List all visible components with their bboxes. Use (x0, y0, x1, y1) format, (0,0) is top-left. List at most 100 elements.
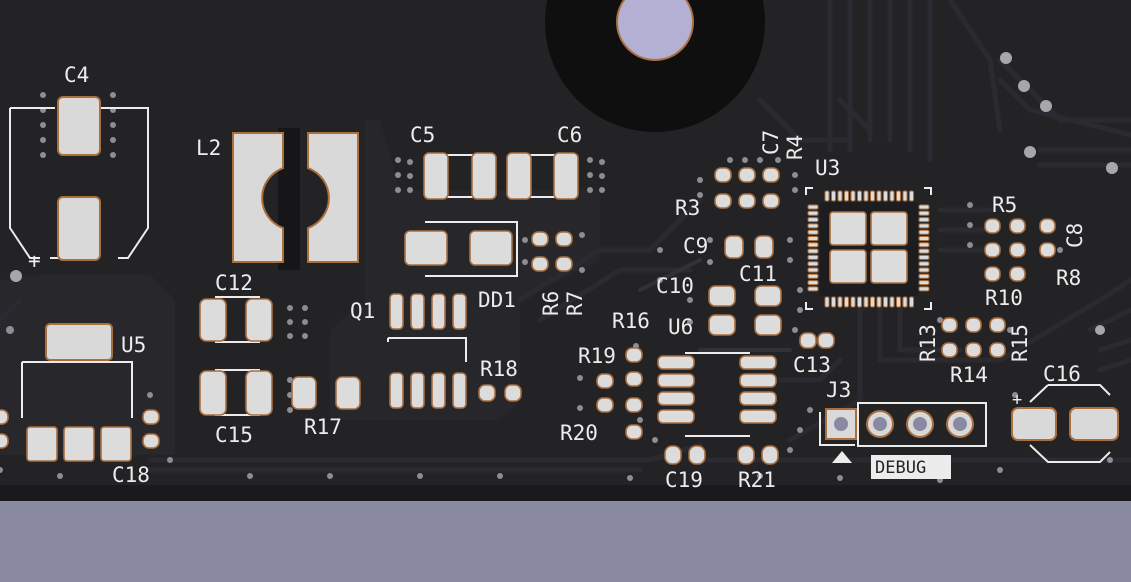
label-r15: R15 (1008, 324, 1032, 362)
label-r7: R7 (563, 291, 587, 316)
component-r18[interactable]: R18 (478, 357, 522, 402)
u3-pin-pad (807, 273, 819, 279)
component-c10[interactable]: C10 (656, 274, 782, 336)
u3-pin-pad (918, 210, 930, 216)
u3-pin-pad (918, 286, 930, 292)
label-c13: C13 (793, 353, 831, 377)
label-c16: C16 (1043, 362, 1081, 386)
u3-pin-pad (876, 190, 882, 202)
component-c19[interactable]: C19 (664, 445, 706, 492)
component-c7-r4-r3[interactable]: C7 R4 R3 (675, 130, 807, 220)
component-edge-pads[interactable] (0, 409, 9, 449)
component-j3[interactable]: DEBUG J3 (819, 378, 987, 479)
label-c16-plus: + (1012, 390, 1022, 410)
u3-pin-pad (909, 296, 914, 308)
u3-pin-pad (870, 296, 875, 308)
label-c8: C8 (1063, 223, 1087, 248)
label-c4-plus: + (28, 249, 41, 273)
label-c4: C4 (64, 63, 89, 87)
label-c15: C15 (215, 423, 253, 447)
label-r14: R14 (950, 363, 988, 387)
u3-pin-pad (896, 190, 901, 202)
label-c12: C12 (215, 271, 253, 295)
u3-pin-pad (918, 236, 930, 241)
u3-pin-pad (918, 267, 930, 273)
component-r6-r7[interactable]: R6 R7 (531, 231, 587, 316)
label-l2: L2 (196, 136, 221, 160)
component-q1[interactable]: Q1 (350, 293, 467, 409)
u3-pin-pad (850, 190, 856, 202)
j3-pin1-marker (832, 451, 852, 463)
u3-pin-pad (807, 210, 819, 216)
component-c18[interactable]: C18 (112, 409, 160, 487)
component-c4[interactable]: C4 + (9, 63, 149, 273)
u3-pin-pad (883, 296, 888, 308)
j3-pin3-hole (913, 417, 927, 431)
component-u3[interactable]: U3 (805, 156, 932, 310)
component-r5-c8-r8-r10[interactable]: R5 C8 R8 R10 (984, 193, 1087, 310)
mount-hole-outer (545, 0, 765, 132)
label-c10: C10 (656, 274, 694, 298)
label-c18: C18 (112, 463, 150, 487)
u3-pin-pad (918, 242, 930, 248)
vias (0, 52, 1118, 483)
u3-pin-pad (918, 223, 930, 229)
u3-pin-pad (918, 254, 930, 260)
label-r6: R6 (539, 291, 563, 316)
label-r13: R13 (916, 324, 940, 362)
component-c6[interactable]: C6 (506, 123, 582, 200)
component-r16-r19-r20[interactable]: R16 R19 R20 (560, 309, 650, 445)
u3-pin-pad (807, 236, 819, 241)
component-r21[interactable]: R21 (737, 445, 779, 492)
component-c12[interactable]: C12 (199, 271, 273, 343)
u3-pin-pad (889, 190, 895, 202)
label-r3: R3 (675, 196, 700, 220)
u3-pin-pad (889, 296, 895, 308)
label-u5: U5 (121, 333, 146, 357)
label-j3: J3 (826, 378, 851, 402)
u3-pin-pad (807, 286, 819, 292)
u3-pin-pad (918, 229, 930, 235)
u3-pin-pad (807, 267, 819, 273)
component-c16[interactable]: C16 + (1011, 362, 1119, 463)
u3-pin-pad (883, 190, 888, 202)
component-r13-r14-r15[interactable]: R13 R15 R14 (916, 317, 1032, 387)
background-area (0, 501, 1131, 582)
label-r5: R5 (992, 193, 1017, 217)
label-q1: Q1 (350, 299, 375, 323)
component-r17[interactable]: R17 (291, 376, 361, 439)
u3-pin-pad (807, 280, 819, 286)
label-r21: R21 (738, 468, 776, 492)
board-edge (0, 485, 1131, 501)
label-r17: R17 (304, 415, 342, 439)
j3-pin4-hole (953, 417, 967, 431)
u3-pin-pad (857, 296, 862, 308)
label-r10: R10 (985, 286, 1023, 310)
label-r16: R16 (612, 309, 650, 333)
label-r4: R4 (783, 135, 807, 160)
component-c9[interactable]: C9 C11 (683, 234, 777, 286)
component-u5[interactable]: U5 (21, 323, 146, 462)
component-l2[interactable]: L2 (196, 128, 359, 270)
component-u6[interactable]: U6 (657, 315, 777, 437)
component-dd1[interactable]: DD1 (404, 221, 518, 312)
label-u3: U3 (815, 156, 840, 180)
u3-pin-pad (831, 190, 836, 202)
u3-pin-pad (918, 217, 930, 223)
u3-pin-pad (876, 296, 882, 308)
label-u6: U6 (668, 315, 693, 339)
label-debug: DEBUG (875, 458, 926, 478)
u3-pin-pad (844, 190, 849, 202)
u3-pin-pad (857, 190, 862, 202)
component-c5[interactable]: C5 (410, 123, 497, 200)
u3-pin-pad (902, 190, 908, 202)
component-c15[interactable]: C15 (199, 369, 273, 447)
mount-hole (616, 0, 694, 61)
label-r19: R19 (578, 344, 616, 368)
label-r18: R18 (480, 357, 518, 381)
u3-pin-pad (918, 248, 930, 254)
component-c13[interactable]: C13 (793, 332, 835, 377)
label-c19: C19 (665, 468, 703, 492)
debug-label-box (871, 455, 951, 479)
